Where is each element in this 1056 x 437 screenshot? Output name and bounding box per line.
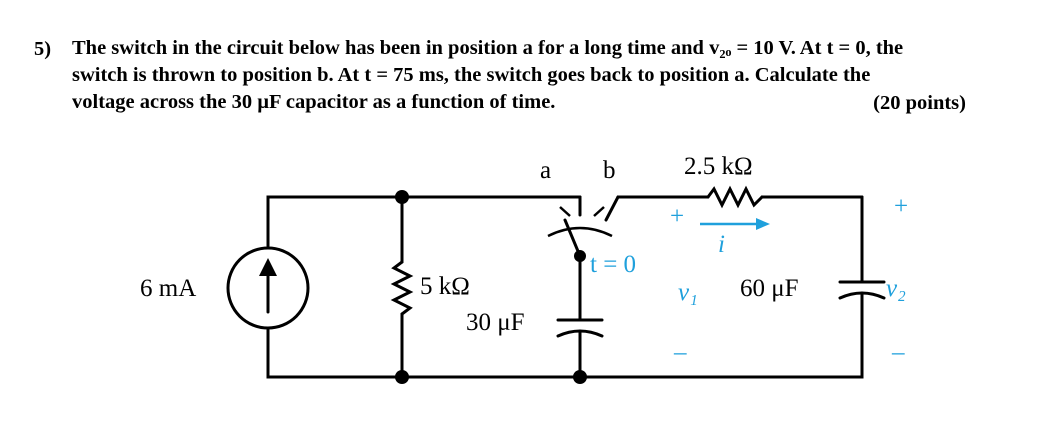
switch-b-label: b [603,157,616,184]
problem-points: (20 points) [873,92,966,114]
problem-line-2: switch is thrown to position b. At t = 7… [72,64,871,86]
switch-time-label: t = 0 [590,251,636,278]
problem-line-1: The switch in the circuit below has been… [72,37,904,59]
cap2-label: 60 μF [740,275,799,302]
node-bottom-mid [573,370,587,384]
resistor-5k [390,260,414,316]
switch-arrow-a [559,206,571,217]
v1-plus: + [670,203,684,230]
wire-left-top [266,195,582,248]
v1-label: v₁ [678,279,698,306]
v2-label: v₂ [886,275,906,302]
node-pivot [574,250,586,262]
resistor-2k5 [706,185,764,209]
problem-line-3: voltage across the 30 µF capacitor as a … [72,91,556,113]
v2-minus: – [891,339,905,366]
node-bottom-left [395,370,409,384]
switch-arc [547,226,613,238]
wire-bottom [266,318,864,379]
current-arrow-head [756,218,770,230]
switch-arrow-b [593,206,605,217]
resistor2-label: 2.5 kΩ [684,153,753,180]
problem-number: 5) [34,38,52,60]
node-top-left [395,190,409,204]
current-source [226,246,310,330]
resistor1-label: 5 kΩ [420,273,470,300]
source-label: 6 mA [140,275,196,302]
source-arrow-head [259,258,277,276]
current-label: i [718,231,725,258]
wire-b-terminal [604,195,620,222]
switch-arm [563,218,582,258]
switch-a-label: a [540,157,551,184]
v1-minus: – [673,339,687,366]
v2-plus: + [894,193,908,220]
cap1-label: 30 μF [466,309,525,336]
